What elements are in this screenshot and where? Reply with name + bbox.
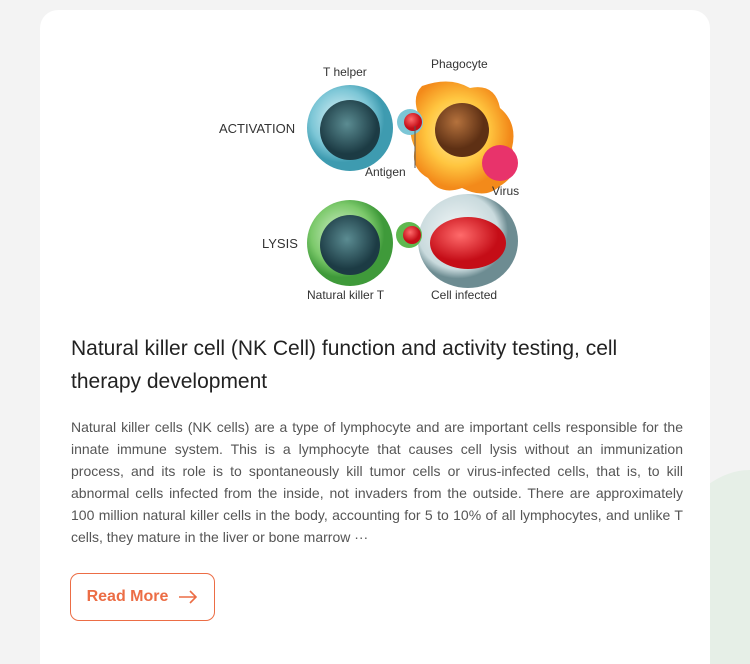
label-phagocyte: Phagocyte: [431, 57, 488, 71]
label-t-helper: T helper: [323, 65, 367, 79]
label-lysis: LYSIS: [262, 236, 298, 251]
article-description: Natural killer cells (NK cells) are a ty…: [71, 419, 683, 545]
article-title: Natural killer cell (NK Cell) function a…: [71, 337, 618, 393]
immune-cells-illustration: ACTIVATION LYSIS T helper Phagocyte Anti…: [219, 57, 519, 302]
label-activation: ACTIVATION: [219, 121, 295, 136]
article-card: ACTIVATION LYSIS T helper Phagocyte Anti…: [40, 10, 710, 664]
read-more-button[interactable]: Read More: [70, 573, 215, 621]
arrow-right-icon: [179, 590, 198, 604]
label-virus: Virus: [492, 184, 519, 198]
label-cell-infected: Cell infected: [431, 288, 497, 302]
read-more-label: Read More: [86, 588, 169, 605]
label-antigen: Antigen: [365, 165, 406, 179]
label-natural-killer: Natural killer T: [307, 288, 385, 302]
